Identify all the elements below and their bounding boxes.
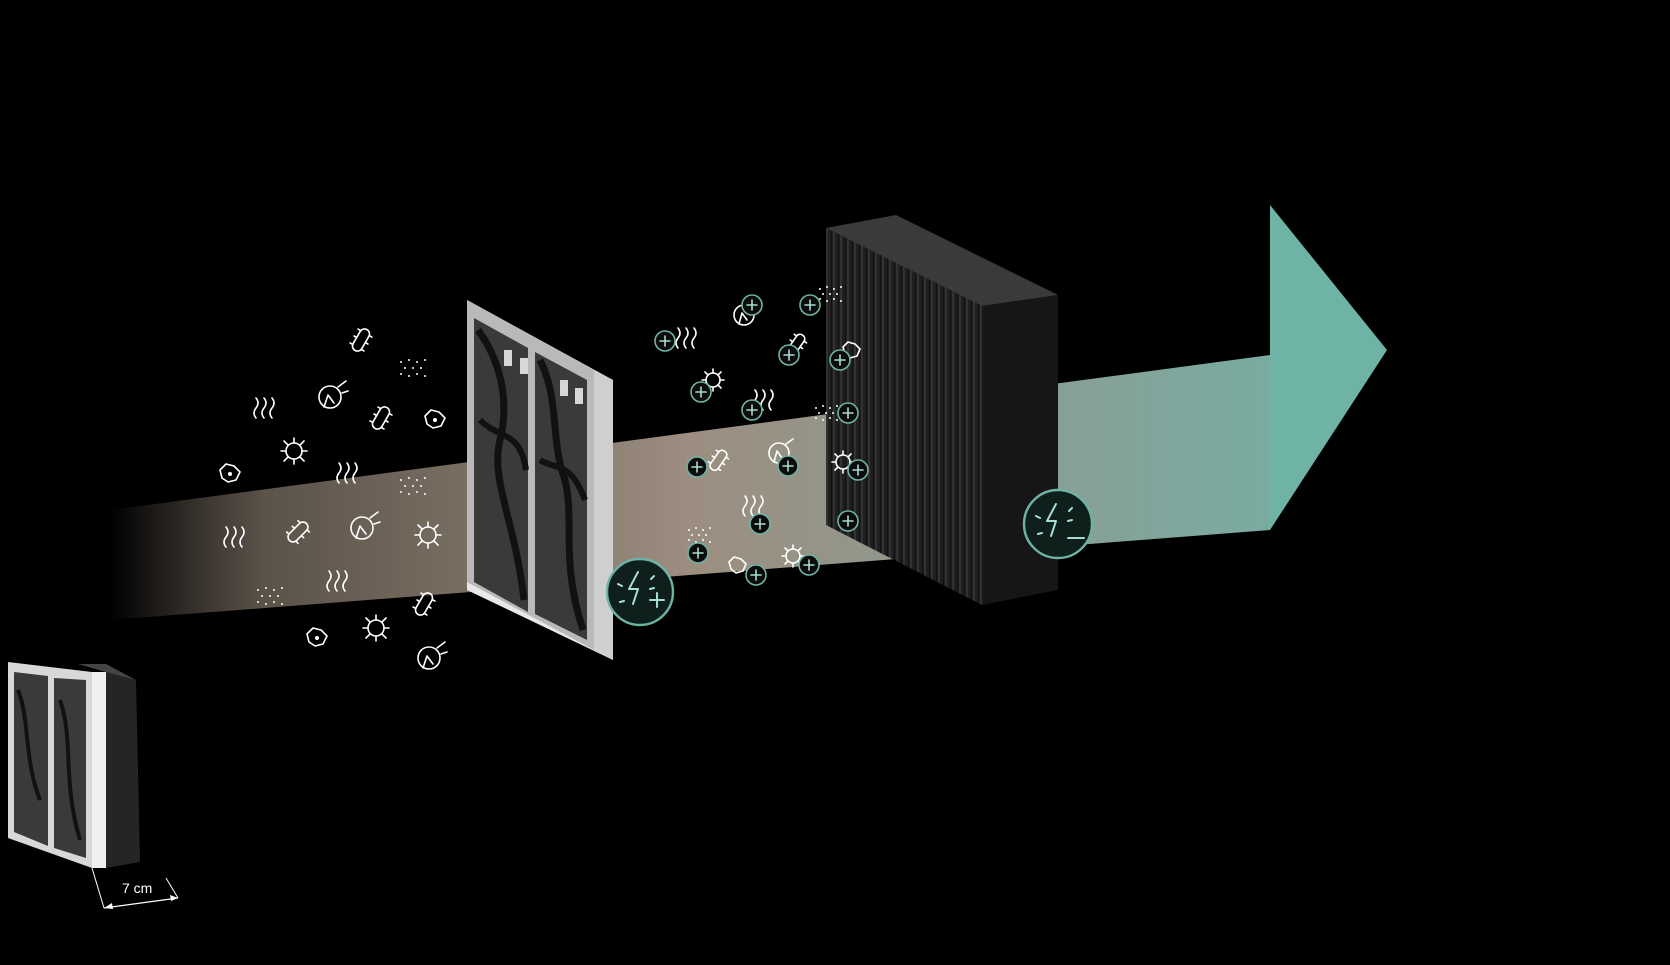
dust-icon [257,587,283,605]
collector-badge [1022,488,1094,560]
odor-icon [742,495,764,517]
plus-circle-icon [749,513,771,535]
positive-ion-cloud [654,294,869,586]
bacteria-icon [349,328,373,352]
bacteria-icon [369,406,393,430]
plus-circle-icon [745,564,767,586]
odor-icon [336,462,358,484]
pollutant-cloud [219,328,448,670]
plus-circle-icon [777,455,799,477]
plus-circle-icon [687,542,709,564]
plus-circle-icon [847,459,869,481]
virus-icon [831,450,855,474]
ionizer-badge [605,557,675,627]
odor-icon [326,570,348,592]
odor-icon [223,526,245,548]
lightning-minus-icon [1035,503,1085,539]
dimension-indicator: 7 cm [91,867,179,909]
pollen-icon [318,380,349,409]
plus-circle-icon [837,510,859,532]
plus-circle-icon [686,456,708,478]
plus-circle-icon [837,402,859,424]
lightning-plus-icon [617,571,665,608]
bacteria-icon [412,592,436,616]
virus-icon [362,614,390,642]
virus-icon [280,437,308,465]
plus-circle-icon [741,399,763,421]
dust-icon [400,359,426,377]
filter-thumbnail [8,662,140,868]
allergen-icon [306,627,328,647]
plus-circle-icon [799,294,821,316]
plus-circle-icon [690,381,712,403]
dust-icon [815,405,838,421]
odor-icon [253,397,275,419]
ionizer-filter-frame [467,300,613,660]
pollen-icon [350,511,381,540]
allergen-icon [728,556,747,574]
dust-icon [819,286,842,302]
allergen-icon [219,463,241,483]
plus-circle-icon [829,349,851,371]
odor-icon [675,327,697,349]
bacteria-icon [285,519,311,545]
plus-circle-icon [798,554,820,576]
plus-circle-icon [654,330,676,352]
virus-icon [414,521,442,549]
bacteria-icon [707,449,730,472]
plus-circle-icon [778,344,800,366]
allergen-icon [424,409,446,429]
dimension-label: 7 cm [122,880,152,896]
plus-circle-icon [741,294,763,316]
dust-icon [400,477,426,495]
pollen-icon [417,641,448,670]
